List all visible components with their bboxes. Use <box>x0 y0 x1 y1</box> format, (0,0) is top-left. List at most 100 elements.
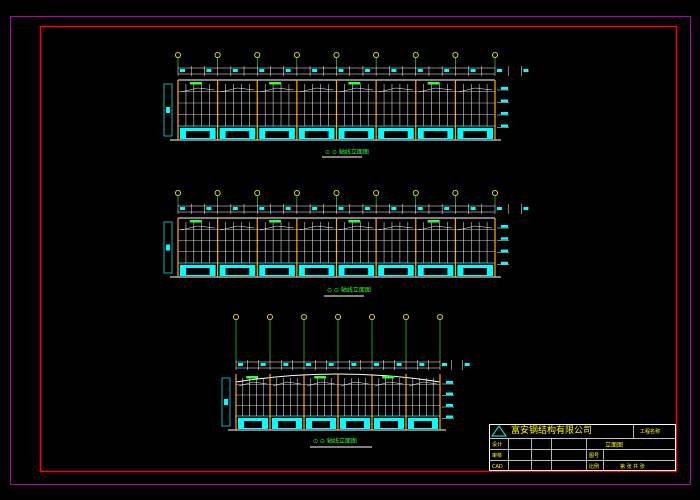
dimension-label-mark <box>464 363 470 366</box>
project-name-label: 工程名称 <box>640 428 660 435</box>
level-marker-text <box>446 415 453 418</box>
drawing-title: 立面图 <box>605 441 623 449</box>
grid-bubble-icon <box>333 52 340 59</box>
stair-line <box>408 381 438 387</box>
dimension-label-mark <box>391 69 397 72</box>
stair-line <box>418 225 453 231</box>
grid-bubble-icon <box>333 189 340 196</box>
dimension-label-mark <box>232 207 238 210</box>
level-marker-text <box>501 99 508 102</box>
stair-line <box>458 225 493 231</box>
annotation-mark <box>348 220 361 223</box>
dimension-label-mark <box>312 69 318 72</box>
sheet-count: 第 张 共 张 <box>620 463 645 470</box>
svg-text:⊙ ⊙ 轴线立面图: ⊙ ⊙ 轴线立面图 <box>327 286 371 294</box>
annotation-mark <box>314 376 327 379</box>
title-block: 富安钢结构有限公司 工程名称 设计 审核 CAD 立面图 图号 比例 第 张 共… <box>489 424 676 471</box>
door-opening <box>312 421 330 428</box>
elevation-view-2 <box>163 189 529 278</box>
inner-drawing-frame <box>39 25 678 473</box>
grid-bubble-icon <box>254 189 261 196</box>
dimension-label-mark <box>523 69 529 72</box>
dimension-label-mark <box>283 363 289 366</box>
stair-line <box>379 225 413 231</box>
dimension-label-mark <box>364 69 370 72</box>
level-marker-text <box>501 112 508 115</box>
stair-line <box>272 381 302 387</box>
drawing-number-label: 图号 <box>589 453 599 459</box>
level-marker-text <box>501 124 508 127</box>
dimension-label-mark <box>180 207 185 210</box>
door-opening <box>384 268 408 275</box>
dimension-label-mark <box>444 207 450 210</box>
door-opening <box>423 131 448 138</box>
grid-bubble-icon <box>300 313 307 320</box>
grid-bubble-icon <box>254 52 261 59</box>
elevation-caption-3: ⊙ ⊙ 轴线立面图 <box>310 437 372 448</box>
grid-bubble-icon <box>214 52 221 59</box>
dimension-label-mark <box>442 363 447 366</box>
annotation-mark <box>427 220 440 223</box>
dimension-label-mark <box>206 69 212 72</box>
annotation-mark <box>269 220 282 223</box>
door-opening <box>278 421 296 428</box>
dimension-label-mark <box>417 69 423 72</box>
dimension-label-mark <box>338 69 344 72</box>
dimension-label-mark <box>285 69 291 72</box>
dimension-label-mark <box>497 207 502 210</box>
dimension-label-mark <box>232 69 238 72</box>
svg-text:⊙ ⊙ 轴线立面图: ⊙ ⊙ 轴线立面图 <box>325 148 369 156</box>
door-opening <box>414 421 432 428</box>
stair-line <box>260 225 294 231</box>
door-opening <box>265 131 289 138</box>
level-marker-text <box>446 381 453 384</box>
stair-line <box>299 87 334 93</box>
company-name: 富安钢结构有限公司 <box>511 424 592 436</box>
level-marker-text <box>501 237 508 240</box>
grid-bubble-icon <box>452 52 459 59</box>
stair-line <box>238 381 268 387</box>
grid-bubble-icon <box>452 189 459 196</box>
stair-line <box>299 225 334 231</box>
dimension-label-mark <box>470 69 476 72</box>
stair-mark <box>166 244 170 251</box>
grid-bubble-icon <box>368 313 375 320</box>
stair-line <box>418 87 453 93</box>
grid-bubble-icon <box>293 189 300 196</box>
stair-mark <box>166 107 170 113</box>
stair-tower <box>163 221 173 274</box>
dimension-label-mark <box>259 207 265 210</box>
dimension-label-mark <box>328 363 334 366</box>
annotation-mark <box>189 82 202 85</box>
elevation-caption-1: ⊙ ⊙ 轴线立面图 <box>322 148 369 158</box>
stair-line <box>340 381 370 387</box>
dimension-label-mark <box>285 207 291 210</box>
door-opening <box>225 131 250 138</box>
dimension-label-mark <box>306 363 311 366</box>
level-marker-text <box>501 249 508 252</box>
stair-line <box>379 87 413 93</box>
door-opening <box>186 131 210 138</box>
door-opening <box>346 421 364 428</box>
door-opening <box>384 131 408 138</box>
dimension-label-mark <box>497 69 502 72</box>
dimension-label-mark <box>351 363 357 366</box>
annotation-mark <box>246 376 259 379</box>
dimension-label-mark <box>180 69 185 72</box>
stair-line <box>180 225 215 231</box>
dimension-label-mark <box>364 207 370 210</box>
stair-line <box>339 225 374 231</box>
door-opening <box>344 131 369 138</box>
stair-line <box>260 87 294 93</box>
stair-line <box>374 381 404 387</box>
elevation-view-1 <box>163 52 529 141</box>
grid-bubble-icon <box>266 313 273 320</box>
stair-line <box>220 225 255 231</box>
door-opening <box>244 421 262 428</box>
door-opening <box>186 268 210 275</box>
grid-bubble-icon <box>436 313 443 320</box>
annotation-mark <box>348 82 361 85</box>
stair-line <box>220 87 255 93</box>
grid-bubble-icon <box>293 52 300 59</box>
scale-label: 比例 <box>589 463 599 470</box>
